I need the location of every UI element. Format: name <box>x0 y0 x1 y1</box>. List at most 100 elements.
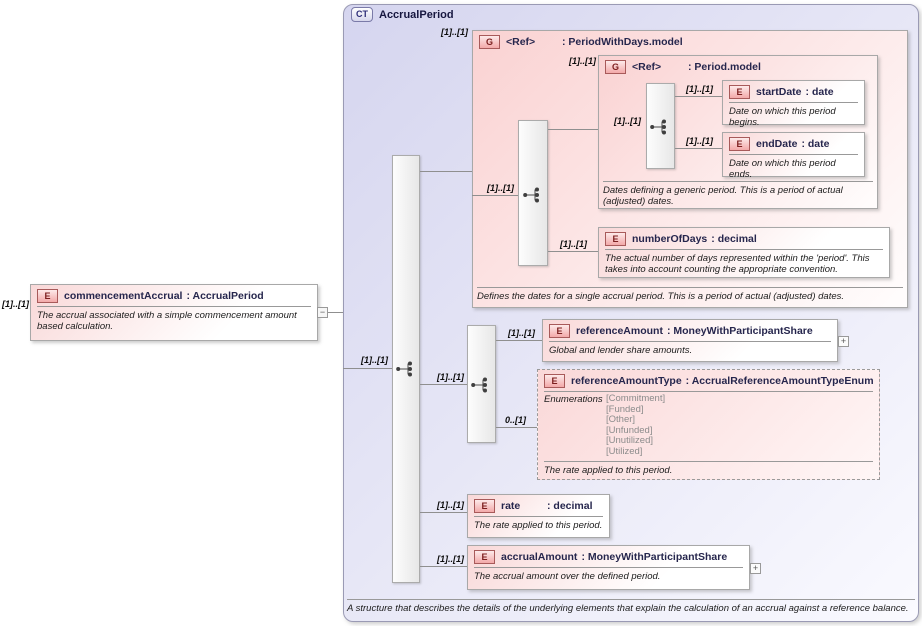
element-badge: E <box>37 289 58 303</box>
element-node-reference-amount-type[interactable]: E referenceAmountType : AccrualReference… <box>537 369 880 480</box>
cardinality-reference-amount: [1]..[1] <box>508 328 535 338</box>
element-type: : MoneyWithParticipantShare <box>581 551 728 563</box>
element-description: The accrual associated with a simple com… <box>37 310 297 332</box>
node-header: E referenceAmount : MoneyWithParticipant… <box>543 320 837 340</box>
connector-line <box>420 566 467 567</box>
element-node-commencement-accrual[interactable]: E commencementAccrual : AccrualPeriod Th… <box>30 284 318 341</box>
node-header: E endDate : date <box>723 133 864 153</box>
divider <box>544 461 873 462</box>
cardinality-rate: [1]..[1] <box>437 500 464 510</box>
group-footer: Dates defining a generic period. This is… <box>603 181 873 207</box>
element-name: numberOfDays <box>632 233 708 245</box>
divider <box>474 516 603 517</box>
connector-line <box>496 340 542 341</box>
node-header: E commencementAccrual : AccrualPeriod <box>31 285 317 305</box>
element-node-accrual-amount[interactable]: E accrualAmount : MoneyWithParticipantSh… <box>467 545 750 590</box>
cardinality-start-date: [1]..[1] <box>686 84 713 94</box>
expand-toggle-icon[interactable]: + <box>750 563 761 574</box>
cardinality-end-date: [1]..[1] <box>686 136 713 146</box>
cardinality-period-group: [1]..[1] <box>569 56 596 66</box>
group-header: G <Ref> : Period.model <box>599 56 877 76</box>
ct-badge: CT <box>351 7 373 22</box>
element-name: startDate <box>756 86 802 98</box>
element-node-number-of-days[interactable]: E numberOfDays : decimal The actual numb… <box>598 227 890 278</box>
node-header: E referenceAmountType : AccrualReference… <box>538 370 879 390</box>
element-node-start-date[interactable]: E startDate : date Date on which this pe… <box>722 80 865 128</box>
element-badge: E <box>474 550 495 564</box>
element-node-end-date[interactable]: E endDate : date Date on which this peri… <box>722 132 865 180</box>
connector-line <box>496 427 537 428</box>
sequence-icon <box>471 377 487 393</box>
complex-type-description: A structure that describes the details o… <box>347 603 909 614</box>
sequence-bar-period-with-days <box>518 120 548 266</box>
cardinality-root: [1]..[1] <box>2 299 29 309</box>
cardinality-main-sequence: [1]..[1] <box>361 355 388 365</box>
element-type: : date <box>805 86 834 98</box>
element-name: referenceAmount <box>576 325 663 337</box>
connector-line <box>548 251 598 252</box>
enumeration-value: [Funded] <box>606 403 644 415</box>
element-type: : date <box>801 138 830 150</box>
element-badge: E <box>729 137 750 151</box>
complex-type-header: CT AccrualPeriod <box>351 7 454 22</box>
group-description: Dates defining a generic period. This is… <box>603 185 843 207</box>
group-type: : PeriodWithDays.model <box>562 36 683 48</box>
enumeration-value: [Commitment] <box>606 393 666 404</box>
connector-line <box>343 368 392 369</box>
enumeration-value: [Unutilized] <box>606 435 653 446</box>
group-footer: Defines the dates for a single accrual p… <box>477 287 903 302</box>
divider <box>544 391 873 392</box>
element-badge: E <box>549 324 570 338</box>
element-badge: E <box>605 232 626 246</box>
group-type: : Period.model <box>688 61 761 73</box>
element-name: rate <box>501 500 521 512</box>
divider <box>603 181 873 182</box>
divider <box>347 599 915 600</box>
enumeration-list: [Commitment] [Funded] [Other] [Unfunded]… <box>606 393 666 457</box>
connector-line <box>420 171 472 172</box>
group-description: Defines the dates for a single accrual p… <box>477 291 845 302</box>
divider <box>37 306 311 307</box>
element-description: The actual number of days represented wi… <box>605 253 870 275</box>
element-type: : AccrualReferenceAmountTypeEnum <box>685 375 874 387</box>
element-node-reference-amount[interactable]: E referenceAmount : MoneyWithParticipant… <box>542 319 838 362</box>
divider <box>605 249 883 250</box>
connector-line <box>675 96 722 97</box>
cardinality-pwd-sequence: [1]..[1] <box>487 183 514 193</box>
element-description: Date on which this period ends. <box>729 158 836 180</box>
divider <box>474 567 743 568</box>
node-header: E accrualAmount : MoneyWithParticipantSh… <box>468 546 749 566</box>
connector-line <box>420 512 467 513</box>
sequence-icon <box>396 361 412 377</box>
cardinality-accrual-amount: [1]..[1] <box>437 554 464 564</box>
connector-line <box>548 129 646 130</box>
complex-type-title: AccrualPeriod <box>379 8 454 21</box>
element-description: The accrual amount over the defined peri… <box>474 571 661 582</box>
element-description: Date on which this period begins. <box>729 106 836 128</box>
group-ref-label: <Ref> <box>632 61 662 73</box>
connector-line <box>328 312 343 313</box>
divider <box>549 341 831 342</box>
enumerations-block: Enumerations [Commitment] [Funded] [Othe… <box>538 392 879 460</box>
sequence-icon <box>650 119 666 135</box>
cardinality-number-of-days: [1]..[1] <box>560 239 587 249</box>
element-name: commencementAccrual <box>64 290 183 302</box>
expand-toggle-icon[interactable]: + <box>838 336 849 347</box>
group-badge: G <box>605 60 626 74</box>
node-header: E startDate : date <box>723 81 864 101</box>
cardinality-period-with-days: [1]..[1] <box>441 27 468 37</box>
element-node-rate[interactable]: E rate : decimal The rate applied to thi… <box>467 494 610 538</box>
sequence-icon <box>523 187 539 203</box>
connector-line <box>420 384 467 385</box>
divider <box>729 102 858 103</box>
group-header: G <Ref> : PeriodWithDays.model <box>473 31 907 51</box>
element-description: The rate applied to this period. <box>544 465 673 476</box>
group-ref-label: <Ref> <box>506 36 536 48</box>
element-name: accrualAmount <box>501 551 578 563</box>
enumeration-value: [Unfunded] <box>606 424 653 436</box>
enumeration-value: [Utilized] <box>606 445 643 457</box>
enumerations-label: Enumerations <box>544 394 603 405</box>
element-badge: E <box>729 85 750 99</box>
collapse-toggle-icon[interactable]: − <box>317 307 328 318</box>
